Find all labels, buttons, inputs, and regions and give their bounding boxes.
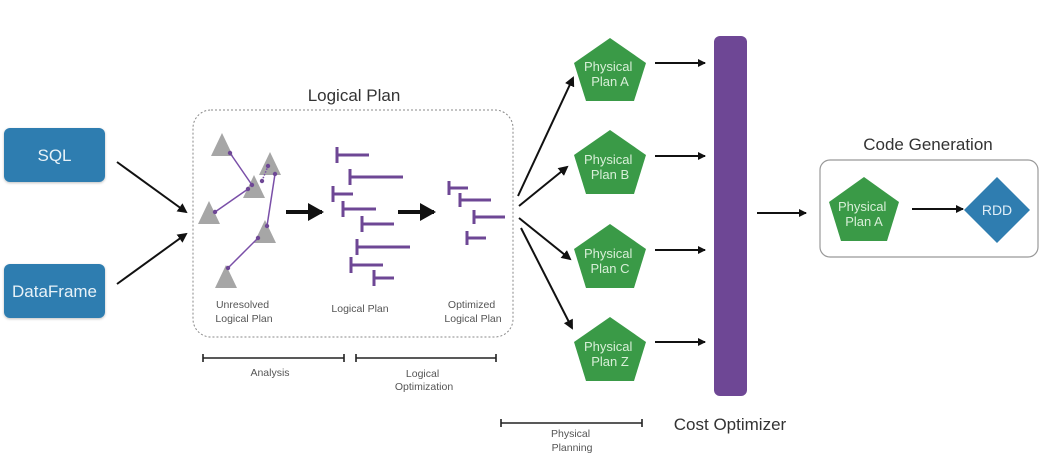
phase-analysis: Analysis: [202, 354, 345, 379]
tree-edge: [229, 152, 253, 186]
optimized-plan-operators: [447, 181, 505, 245]
cost-optimizer-label: Cost Optimizer: [674, 415, 787, 434]
operator-bar: [465, 231, 486, 245]
code-generation-container: [819, 159, 1039, 258]
tree-node-triangle: [215, 265, 237, 288]
dataframe-label: DataFrame: [12, 282, 97, 301]
arrow-to-plan-z: [520, 227, 573, 330]
tree-node-triangle: [198, 201, 220, 224]
phase-physical-planning: Physical Planning: [500, 419, 643, 454]
operator-bar: [331, 186, 353, 202]
phase-label: Physical Planning: [551, 428, 593, 454]
tree-node-triangle: [211, 133, 233, 156]
logical-plan-title: Logical Plan: [308, 86, 401, 105]
codegen-physical-plan-a: Physical Plan A: [829, 177, 899, 241]
source-sql: SQL: [4, 128, 105, 182]
code-generation-title: Code Generation: [863, 135, 992, 154]
plan-label: Physical Plan C: [584, 246, 636, 276]
tree-link-dot: [212, 209, 218, 215]
pentagon-shape: [829, 177, 899, 241]
sql-box: [4, 128, 105, 182]
phase-label: Analysis: [250, 367, 289, 379]
tree-node-triangle: [243, 175, 265, 198]
tree-link-dot: [227, 150, 233, 156]
dataframe-box: [4, 264, 105, 318]
unresolved-plan-tree: [198, 133, 281, 288]
caption-optimized: Optimized Logical Plan: [444, 299, 501, 325]
phase-label: Logical Optimization: [395, 368, 454, 393]
operator-bar: [348, 169, 403, 185]
arrow-to-plan-b: [518, 165, 569, 207]
sql-label: SQL: [37, 146, 71, 165]
caption-unresolved: Unresolved Logical Plan: [215, 299, 272, 325]
tree-link-dot: [272, 171, 278, 177]
pentagon-shape: [574, 317, 646, 381]
tree-edge: [266, 173, 276, 227]
tree-link-dot: [245, 186, 251, 192]
rdd-label: RDD: [982, 202, 1012, 218]
tree-edge: [214, 188, 249, 213]
tree-link-dot: [225, 265, 231, 271]
operator-bar: [341, 201, 376, 217]
pentagon-shape: [574, 224, 646, 288]
plan-label: Physical Plan B: [584, 152, 636, 182]
physical-plan-z: Physical Plan Z: [574, 317, 646, 381]
logical-plan-container: [192, 109, 514, 338]
tree-edge: [261, 165, 269, 182]
tree-edge: [227, 237, 259, 269]
diamond-shape: [964, 177, 1030, 243]
tree-link-dot: [265, 163, 271, 169]
caption-logical: Logical Plan: [331, 303, 388, 315]
tree-link-dot: [259, 178, 265, 184]
arrow-to-plan-c: [518, 217, 572, 261]
physical-plan-c: Physical Plan C: [574, 224, 646, 288]
pentagon-shape: [574, 130, 646, 194]
tree-link-dot: [264, 223, 270, 229]
pentagon-shape: [574, 38, 646, 101]
operator-bar: [360, 216, 394, 232]
phase-bracket: [500, 419, 643, 427]
tree-link-dot: [249, 182, 255, 188]
operator-bar: [335, 147, 369, 163]
physical-plan-a: Physical Plan A: [574, 38, 646, 101]
operator-bar: [458, 193, 491, 207]
operator-bar: [355, 239, 410, 255]
tree-link-dot: [255, 235, 261, 241]
operator-bar: [349, 257, 383, 273]
tree-node-triangle: [259, 152, 281, 175]
phase-bracket: [355, 354, 497, 362]
plan-label: Physical Plan A: [838, 199, 890, 229]
plan-label: Physical Plan Z: [584, 339, 636, 369]
arrow-dataframe-to-logical: [116, 232, 188, 285]
arrow-sql-to-logical: [116, 161, 188, 214]
operator-bar: [472, 210, 505, 224]
physical-plan-b: Physical Plan B: [574, 130, 646, 194]
arrow-to-plan-a: [517, 76, 575, 197]
phase-bracket: [202, 354, 345, 362]
source-dataframe: DataFrame: [4, 264, 105, 318]
plan-label: Physical Plan A: [584, 59, 636, 89]
cost-optimizer-bar: [714, 36, 747, 396]
operator-bar: [372, 270, 394, 286]
operator-bar: [447, 181, 468, 195]
rdd-node: RDD: [964, 177, 1030, 243]
logical-plan-operators: [331, 147, 410, 286]
phase-logical-optimization: Logical Optimization: [355, 354, 497, 393]
